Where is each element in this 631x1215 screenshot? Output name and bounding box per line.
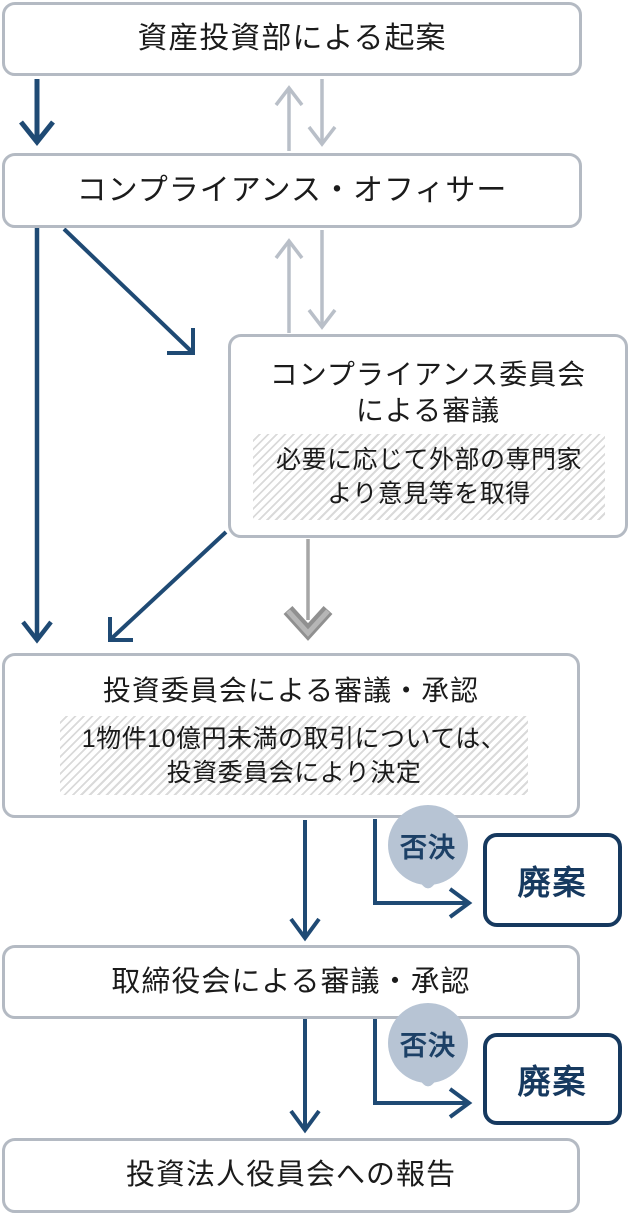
arrow-investment-committee-to-board bbox=[289, 820, 321, 942]
arrow-proposal-to-officer bbox=[19, 79, 55, 147]
discard-box-2-label: 廃案 bbox=[517, 1063, 588, 1100]
reject-badge-2-label: 否決 bbox=[400, 1030, 456, 1061]
compliance-officer-label: コンプライアンス・オフィサー bbox=[76, 173, 508, 207]
flow-box-proposal: 資産投資部による起案 bbox=[2, 2, 582, 76]
proposal-label: 資産投資部による起案 bbox=[137, 22, 447, 55]
reject-badge-1-label: 否決 bbox=[400, 832, 456, 863]
report-label: 投資法人役員会への報告 bbox=[125, 1159, 456, 1192]
flow-box-report: 投資法人役員会への報告 bbox=[2, 1138, 580, 1213]
arrow-proposal-to-officer-down bbox=[307, 79, 337, 147]
flow-box-board: 取締役会による審議・承認 bbox=[2, 945, 580, 1019]
arrow-officer-to-investment-committee bbox=[21, 228, 53, 644]
note-under-1billion: 1物件10億円未満の取引については、 投資委員会により決定 bbox=[60, 716, 528, 795]
flow-box-compliance-officer: コンプライアンス・オフィサー bbox=[2, 153, 582, 228]
arrow-officer-to-proposal-up bbox=[274, 85, 304, 151]
arrow-committee-down-gray bbox=[283, 539, 333, 641]
discard-box-1-label: 廃案 bbox=[517, 864, 588, 901]
reject-badge-2: 否決 bbox=[388, 1003, 468, 1083]
board-label: 取締役会による審議・承認 bbox=[111, 965, 471, 998]
reject-badge-1: 否決 bbox=[388, 805, 468, 885]
note-external-experts: 必要に応じて外部の専門家 より意見等を取得 bbox=[253, 434, 605, 520]
arrow-compliance-committee-to-investment-committee bbox=[108, 530, 228, 642]
investment-committee-label: 投資委員会による審議・承認 bbox=[102, 675, 480, 706]
arrow-officer-to-committee-down bbox=[307, 230, 337, 330]
arrow-board-to-report bbox=[289, 1018, 321, 1134]
arrow-committee-to-officer-up bbox=[274, 238, 304, 333]
flow-box-compliance-committee: コンプライアンス委員会 による審議 必要に応じて外部の専門家 より意見等を取得 bbox=[228, 334, 628, 538]
arrow-officer-to-compliance-committee bbox=[62, 227, 195, 355]
discard-box-1: 廃案 bbox=[483, 833, 622, 927]
discard-box-2: 廃案 bbox=[483, 1033, 622, 1125]
compliance-committee-label: コンプライアンス委員会 による審議 bbox=[269, 359, 587, 426]
flow-box-investment-committee: 投資委員会による審議・承認 1物件10億円未満の取引については、 投資委員会によ… bbox=[2, 653, 580, 818]
